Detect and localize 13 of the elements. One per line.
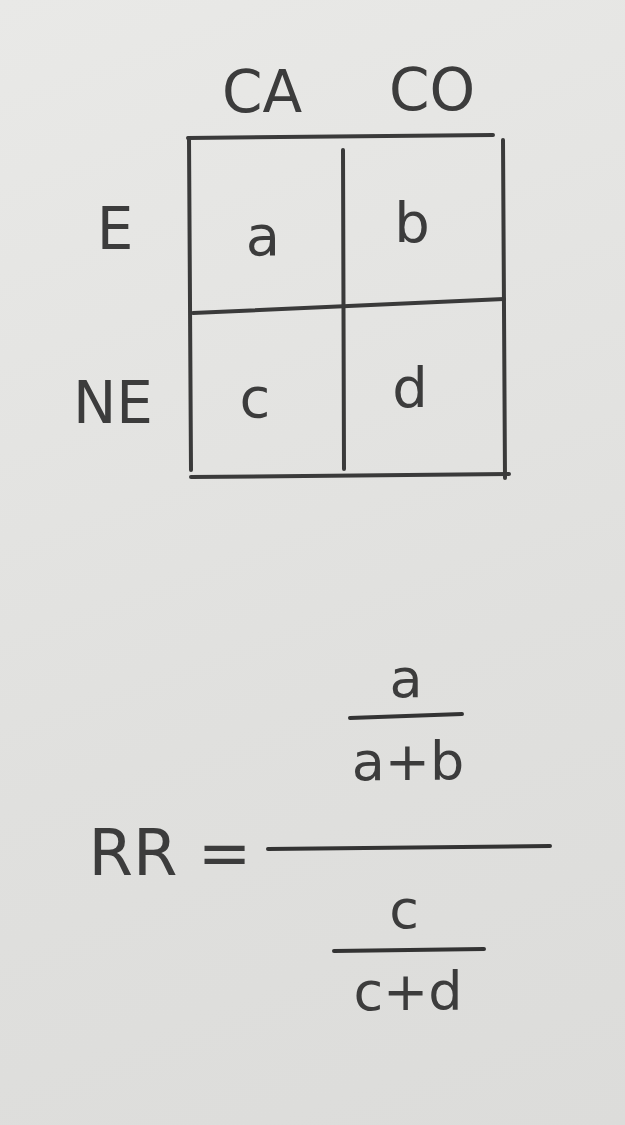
- denominator: c+d: [353, 965, 463, 1019]
- row-header: NE: [73, 374, 153, 432]
- formula-label: RR =: [88, 821, 252, 885]
- denominator: a+b: [351, 735, 465, 789]
- numerator: c: [389, 883, 419, 937]
- column-header: CA: [221, 63, 303, 121]
- column-header: CO: [388, 61, 476, 119]
- count-symbol: b: [394, 195, 430, 251]
- count-symbol: d: [392, 360, 428, 416]
- numerator: a: [389, 652, 423, 706]
- row-header: E: [96, 200, 134, 258]
- count-symbol: a: [245, 208, 281, 264]
- count-symbol: c: [239, 370, 271, 426]
